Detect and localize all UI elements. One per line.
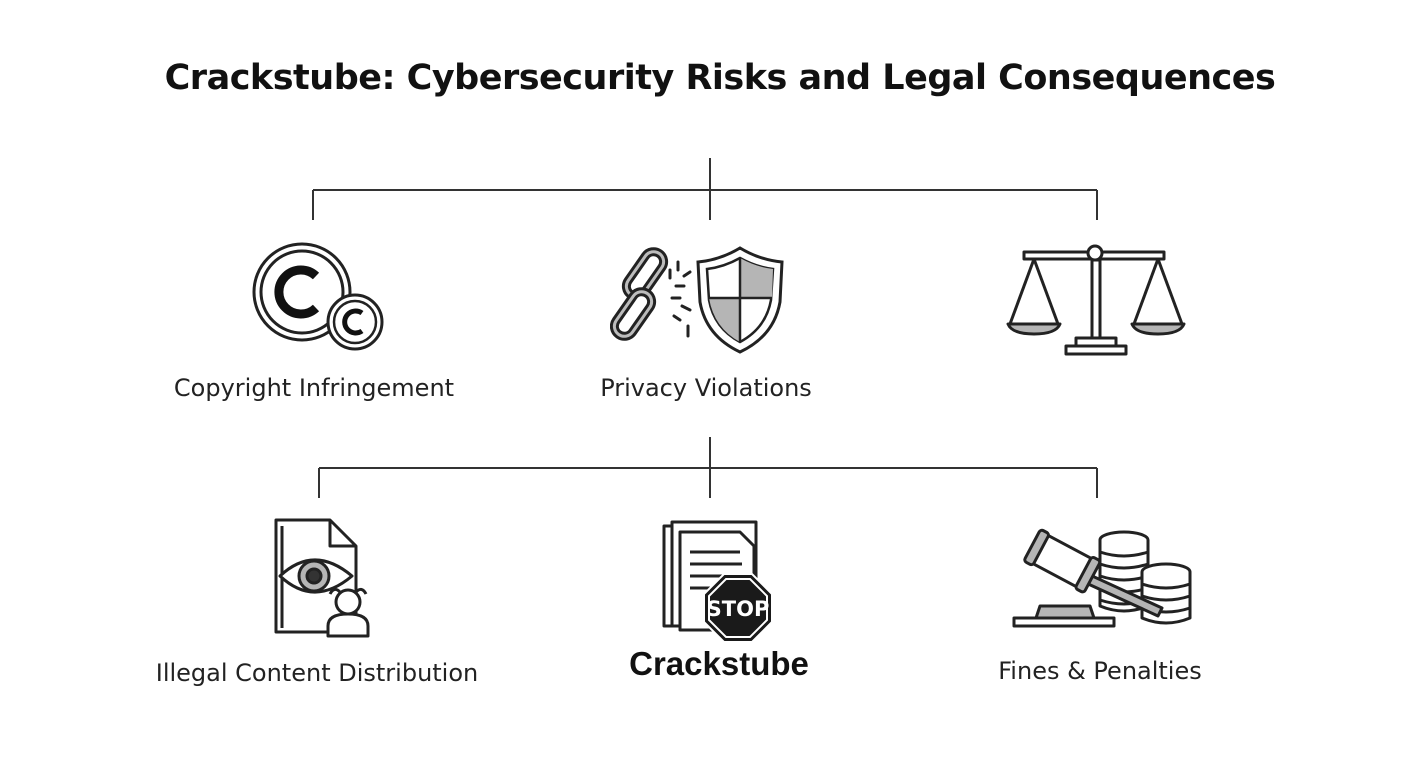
node-label-copyright-infringement: Copyright Infringement — [173, 374, 455, 402]
stop-sign-text: STOP — [707, 597, 770, 621]
documents-stop-sign-icon: STOP — [662, 520, 773, 643]
broken-chain-shield-icon — [610, 246, 784, 354]
node-label-crackstube: Crackstube — [629, 645, 809, 682]
node-label-privacy-violations: Privacy Violations — [600, 374, 812, 402]
document-eye-person-icon — [274, 518, 370, 638]
scales-of-justice-icon — [1006, 244, 1186, 356]
diagram-title: Crackstube: Cybersecurity Risks and Lega… — [164, 58, 1276, 98]
copyright-icon — [252, 242, 384, 351]
gavel-coins-icon — [1012, 528, 1192, 628]
node-label-illegal-content-distribution: Illegal Content Distribution — [155, 659, 479, 687]
node-label-fines-penalties: Fines & Penalties — [998, 657, 1202, 685]
